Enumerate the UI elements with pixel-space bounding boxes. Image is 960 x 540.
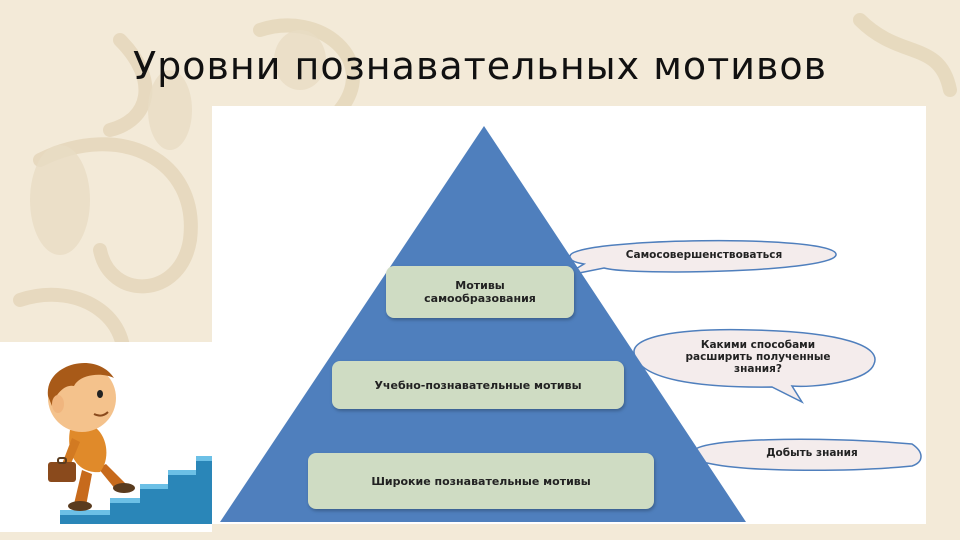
- level-box-bottom: Широкие познавательные мотивы: [308, 453, 654, 509]
- boy-climbing-stairs-icon: [10, 362, 212, 524]
- pyramid-triangle: [220, 126, 746, 522]
- boy-figure: [47, 362, 135, 511]
- level-box-middle: Учебно-познавательные мотивы: [332, 361, 624, 409]
- bubble-text-1: Самосовершенствоваться: [625, 249, 783, 261]
- bubble-shape-1: [563, 239, 837, 277]
- stairs-icon: [10, 460, 212, 524]
- level-label-middle: Учебно-познавательные мотивы: [374, 378, 582, 392]
- pyramid-svg: [220, 126, 922, 522]
- pyramid-diagram: Мотивы самообразования Учебно-познавател…: [212, 106, 926, 524]
- bubble-text-3: Добыть знания: [766, 447, 858, 459]
- level-box-top: Мотивы самообразования: [386, 266, 574, 318]
- bubble-text-2: Какими способами расширить полученные зн…: [685, 339, 831, 375]
- boy-illustration-panel: [0, 342, 212, 532]
- slide-title: Уровни познавательных мотивов: [132, 44, 828, 88]
- bubble-shape-2: [633, 328, 876, 404]
- bubble-shapes: [563, 239, 922, 472]
- level-label-bottom: Широкие познавательные мотивы: [371, 474, 591, 488]
- level-label-top: Мотивы самообразования: [424, 279, 536, 305]
